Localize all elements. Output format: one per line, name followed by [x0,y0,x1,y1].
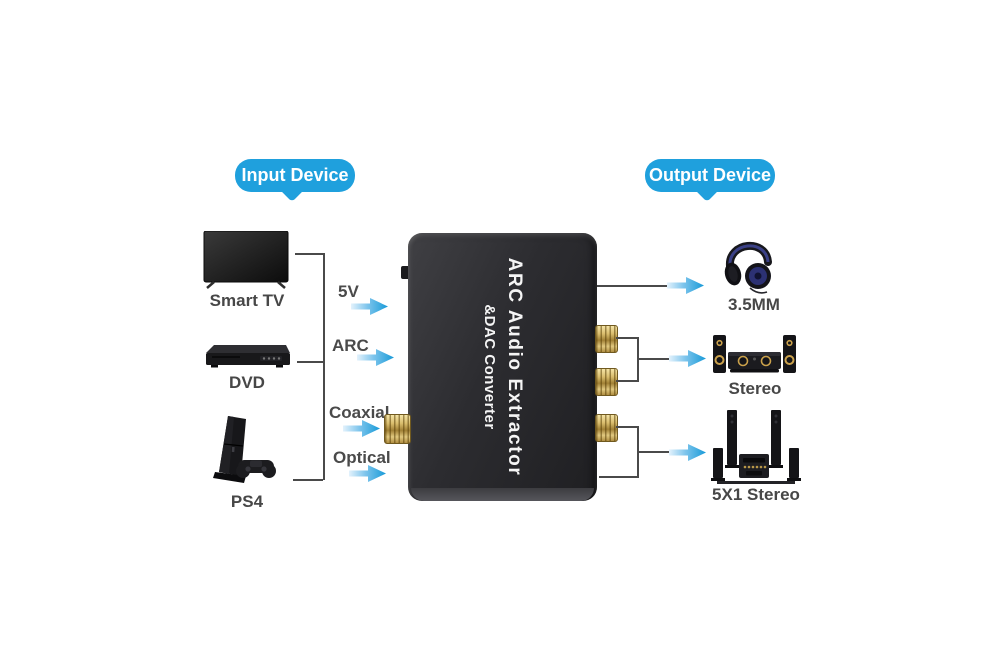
arrow-right-icon [343,420,380,437]
dvd-label: DVD [229,373,265,392]
power-switch [401,266,409,279]
device-subtitle: &DAC Converter [480,304,498,430]
connector-line [637,337,639,382]
connector-line [637,426,639,478]
bubble-tail [696,182,717,202]
connector-line [616,426,637,428]
ps4-console-icon [213,416,276,483]
connector-line [297,361,323,363]
arrow-right-icon [667,277,704,294]
arrow-right-icon [351,298,388,315]
ps4-label: PS4 [230,492,264,511]
port-label-5v: 5V [338,282,359,301]
connector-line [616,337,637,339]
headphones-icon [724,242,772,294]
arrow-right-icon [349,465,386,482]
port-label-optical: Optical [333,448,391,467]
audio-extractor-device: ARC Audio Extractor &DAC Converter [408,233,597,501]
output-device-bubble: Output Device [645,159,775,202]
port-label-coaxial: Coaxial [329,403,390,422]
arrow-right-icon [669,444,706,461]
smart-tv-label: Smart TV [209,291,285,310]
input-device-bubble-label: Input Device [241,165,349,185]
smart-tv-icon [203,231,289,289]
connector-line [293,479,323,481]
connector-line [638,451,669,453]
coaxial-input-connector [384,414,411,444]
device-title: ARC Audio Extractor [503,257,525,477]
bubble-tail [282,182,303,202]
input-device-bubble: Input Device [235,159,355,202]
device-text: ARC Audio Extractor &DAC Converter [481,232,525,502]
5x1-stereo-label: 5X1 Stereo [712,485,800,504]
arrow-right-icon [357,349,394,366]
stereo-speakers-icon [713,335,796,373]
device-bottom-bevel [411,488,594,501]
connector-line [597,285,668,287]
home-theater-icon [711,410,801,484]
output-device-bubble-label: Output Device [648,165,772,185]
port-label-arc: ARC [332,336,369,355]
connector-line [295,253,323,255]
connector-line [323,253,325,480]
connector-line [599,476,637,478]
stereo-label: Stereo [728,379,782,398]
dvd-player-icon [206,345,290,368]
rca-connector-3 [595,414,618,442]
connector-line [638,358,669,360]
rca-connector-1 [595,325,618,353]
connector-line [616,380,637,382]
output-35mm-label: 3.5MM [728,295,780,314]
arrow-right-icon [669,350,706,367]
rca-connector-2 [595,368,618,396]
